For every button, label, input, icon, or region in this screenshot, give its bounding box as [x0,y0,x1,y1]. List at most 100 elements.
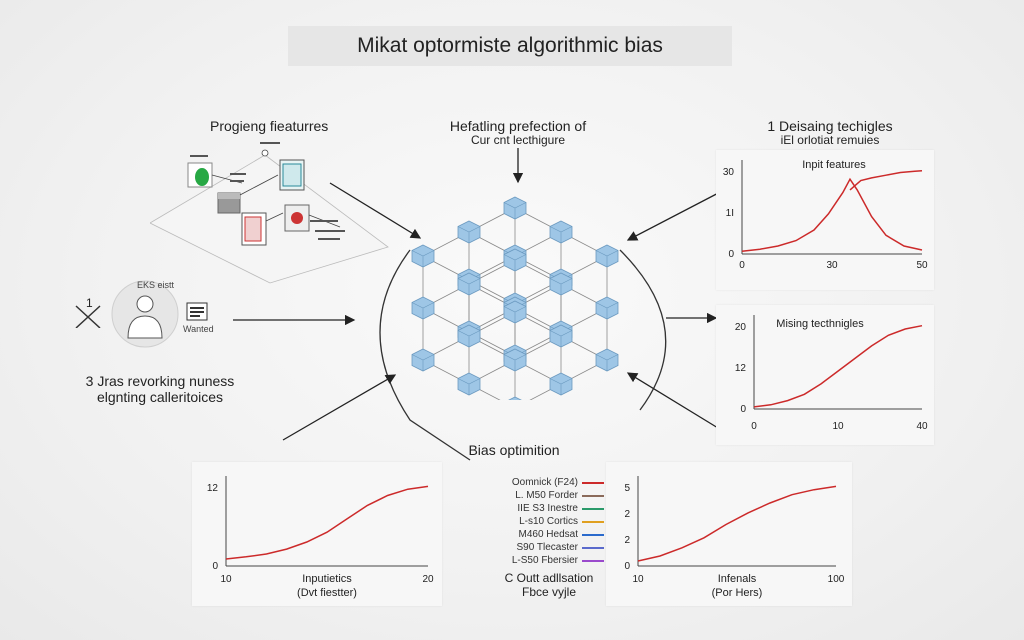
user-avatar-icon [111,280,179,348]
lattice-node [595,244,619,268]
series-line [849,169,923,191]
y-tick-label: 30 [723,167,735,178]
arrow-right-top-to-center [626,187,729,241]
lattice-node [457,324,481,348]
lattice-node [457,272,481,296]
x-tick-label: 0 [739,260,745,271]
chart-title: Inpit features [802,159,866,171]
legend-swatch [582,533,604,536]
lattice-node [549,272,573,296]
center-frame-right-arc [619,249,667,411]
cross-icon [74,292,104,333]
legend-item: L-s10 Cortics [494,515,604,528]
lattice-node [503,196,527,220]
series-line [637,485,837,562]
x-axis-sublabel: (Dvt fiestter) [297,587,357,599]
x-tick-label: 10 [220,574,232,585]
lattice-node [457,220,481,244]
legend-swatch [582,520,604,523]
center-top-label-2: Cur cnt lecthigure [470,133,566,147]
lattice-node [549,220,573,244]
center-frame-left-arc [379,249,471,461]
legend-caption-2: Fbce vyjle [521,585,577,599]
legend-swatch [582,546,604,549]
lattice-node [457,372,481,396]
y-tick-label: 2 [624,535,630,546]
green-device-icon [187,162,213,188]
lattice-node [411,296,435,320]
lattice-node [549,372,573,396]
legend-item-label: S90 Tlecaster [516,542,578,553]
lattice-node [503,348,527,372]
legend-item: IIE S3 Inestre [494,502,604,515]
x-tick-label: 30 [826,260,838,271]
isometric-plane [150,154,389,284]
x-tick-label: 40 [916,421,928,432]
right-top-label-2: iEl orlotiat remuies [780,133,880,147]
y-tick-label: 12 [735,363,747,374]
teal-panel-icon [279,159,305,191]
legend-caption-1: C Outt adllsation [504,571,594,585]
red-device-icon [284,204,310,232]
legend-item: S90 Tlecaster [494,541,604,554]
legend-swatch [582,507,604,510]
y-tick-label: 1I [726,208,734,219]
network-lattice [411,196,619,400]
legend-item: L-S50 Fbersier [494,554,604,567]
x-tick-label: 20 [422,574,434,585]
legend-swatch [582,481,604,484]
y-tick-label: 20 [735,322,747,333]
y-tick-label: 2 [624,509,630,520]
chart-input-features: 0 30 50 30 1I 0 Inpit features [723,159,928,271]
series-line [741,177,923,253]
lattice-node [595,296,619,320]
lattice-node [508,396,522,400]
gray-cube-icon [217,192,241,214]
legend-item-label: L-S50 Fbersier [511,555,578,566]
x-tick-label: 100 [828,574,845,585]
lattice-node [411,348,435,372]
lattice-node [595,348,619,372]
legend-item: Oomnick (F24) [494,476,604,489]
arrow-bottom-left-to-center [282,374,397,441]
x-axis-label: Inputietics [302,573,352,585]
numeral-label: 1 [86,296,93,310]
y-tick-label: 0 [624,561,630,572]
y-tick-label: 0 [728,249,734,260]
legend-item-label: L-s10 Cortics [519,516,578,527]
legend-item-label: L. M50 Forder [515,490,578,501]
x-tick-label: 10 [832,421,844,432]
series-line [225,485,429,560]
x-tick-label: 10 [632,574,644,585]
y-tick-label: 12 [207,483,219,494]
chart-panel-input-features: 0 30 50 30 1I 0 Inpit features [716,150,934,290]
y-tick-label: 5 [624,483,630,494]
chart-title: Mising tecthnigles [776,318,864,330]
legend-item-label: IIE S3 Inestre [517,503,578,514]
lattice-node [503,248,527,272]
x-tick-label: 50 [916,260,928,271]
legend-swatch [582,494,604,497]
x-tick-label: 0 [751,421,757,432]
features-small-text-marks [190,142,345,240]
features-label: Progieng fieaturres [210,118,329,134]
legend-item-label: Oomnick (F24) [511,477,578,488]
red-panel-icon [241,212,267,246]
arrow-features-to-center [329,182,422,239]
page-title: Mikat optormiste algorithmic bias [288,26,732,66]
left-mid-label-2: elgnting calleritoices [96,389,224,405]
x-axis-label: Infenals [718,573,757,585]
legend-item: M460 Hedsat [494,528,604,541]
document-caption: Wanted [183,324,214,334]
x-axis-sublabel: (Por Hers) [712,587,763,599]
document-icon [186,302,208,321]
lattice-node [503,300,527,324]
lattice-node [411,244,435,268]
